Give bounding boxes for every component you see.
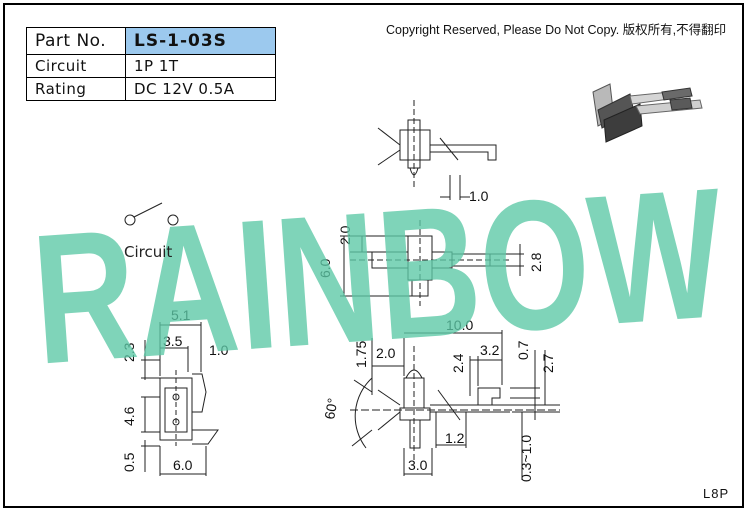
- spec-table: Part No. LS-1-03S Circuit 1P 1T Rating D…: [26, 27, 276, 101]
- dim-side-6: 0.5: [121, 452, 137, 472]
- dim-side-4: 1.0: [209, 342, 229, 358]
- dim-top-4: 2.8: [528, 252, 544, 272]
- dim-top-2: 2.0: [337, 225, 353, 245]
- dim-front-8: 60°: [321, 397, 340, 421]
- copyright-notice: Copyright Reserved, Please Do Not Copy. …: [386, 23, 727, 37]
- plan-view: [340, 220, 524, 306]
- dim-front-7: 2.7: [540, 353, 556, 373]
- dim-side-3: 2.3: [121, 342, 137, 362]
- dim-front-10: 3.0: [408, 457, 428, 473]
- front-view: [350, 330, 560, 480]
- circuit-caption: Circuit: [124, 243, 173, 261]
- dim-front-3: 2.0: [376, 345, 396, 361]
- dim-side-1: 5.1: [171, 307, 191, 323]
- dim-side-2: 3.5: [163, 333, 183, 349]
- dim-front-11: 0.3~1.0: [518, 435, 534, 482]
- rating-value: DC 12V 0.5A: [125, 77, 276, 101]
- product-3d-icon: [592, 83, 703, 143]
- top-view: [377, 100, 497, 200]
- dim-top-1: 1.0: [469, 188, 489, 204]
- watermark-text: RAINBOW: [27, 150, 730, 404]
- dim-front-4: 2.4: [450, 353, 466, 373]
- spec-row-rating: Rating DC 12V 0.5A: [26, 77, 276, 101]
- circuit-label-cell: Circuit: [26, 54, 126, 78]
- dim-front-5: 3.2: [480, 342, 500, 358]
- dim-front-9: 1.2: [445, 430, 465, 446]
- dim-front-6: 0.7: [515, 340, 531, 360]
- spec-row-circuit: Circuit 1P 1T: [26, 54, 276, 78]
- dim-side-5: 4.6: [121, 406, 137, 426]
- page-code: L8P: [703, 486, 730, 501]
- dimension-labels: 1.0 2.0 6.0 2.8 5.1 3.5 2.3 1.0 4.6 0.5 …: [121, 188, 556, 482]
- dim-side-7: 6.0: [173, 457, 193, 473]
- dim-front-1: 10.0: [446, 317, 473, 333]
- circuit-symbol: [124, 202, 179, 226]
- dim-top-3: 6.0: [317, 258, 333, 278]
- dim-front-2: 1.75: [353, 341, 369, 368]
- sheet-border: [3, 3, 744, 508]
- side-view: [141, 322, 219, 476]
